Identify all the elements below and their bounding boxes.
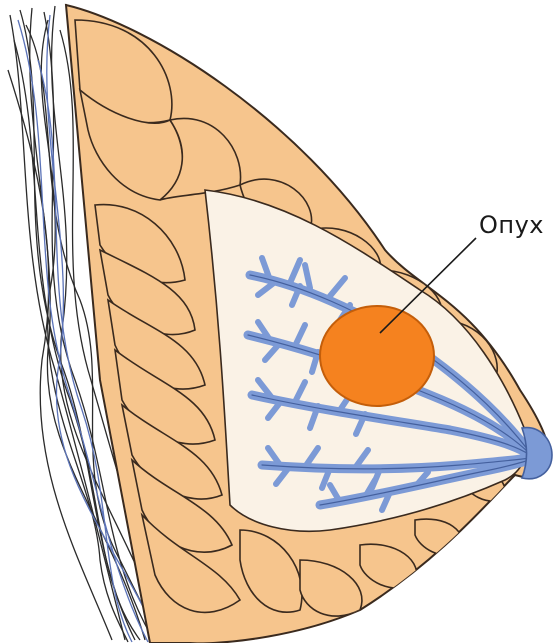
tumor [320,306,434,406]
tumor-label: Опух [479,211,544,239]
nipple [522,428,552,479]
